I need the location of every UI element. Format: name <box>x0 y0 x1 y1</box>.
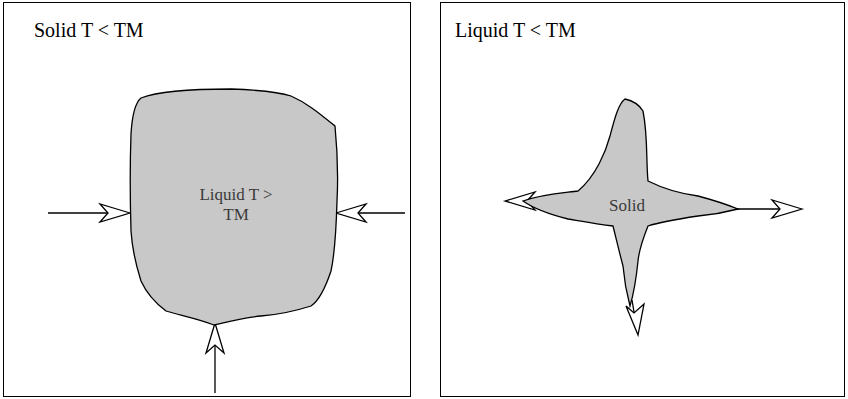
region-panel: Liquid T < TM Solid <box>440 2 845 397</box>
shape-label: Solid <box>596 196 658 216</box>
shape-label: Liquid T > TM <box>191 185 281 226</box>
region-label: Solid T < TM <box>34 19 144 42</box>
liquid-blob: Liquid T > TM <box>129 87 341 329</box>
solid-dendrite: Solid <box>518 96 743 311</box>
region-panel: Solid T < TM Liquid T > TM <box>3 2 411 397</box>
region-label: Liquid T < TM <box>455 19 576 42</box>
